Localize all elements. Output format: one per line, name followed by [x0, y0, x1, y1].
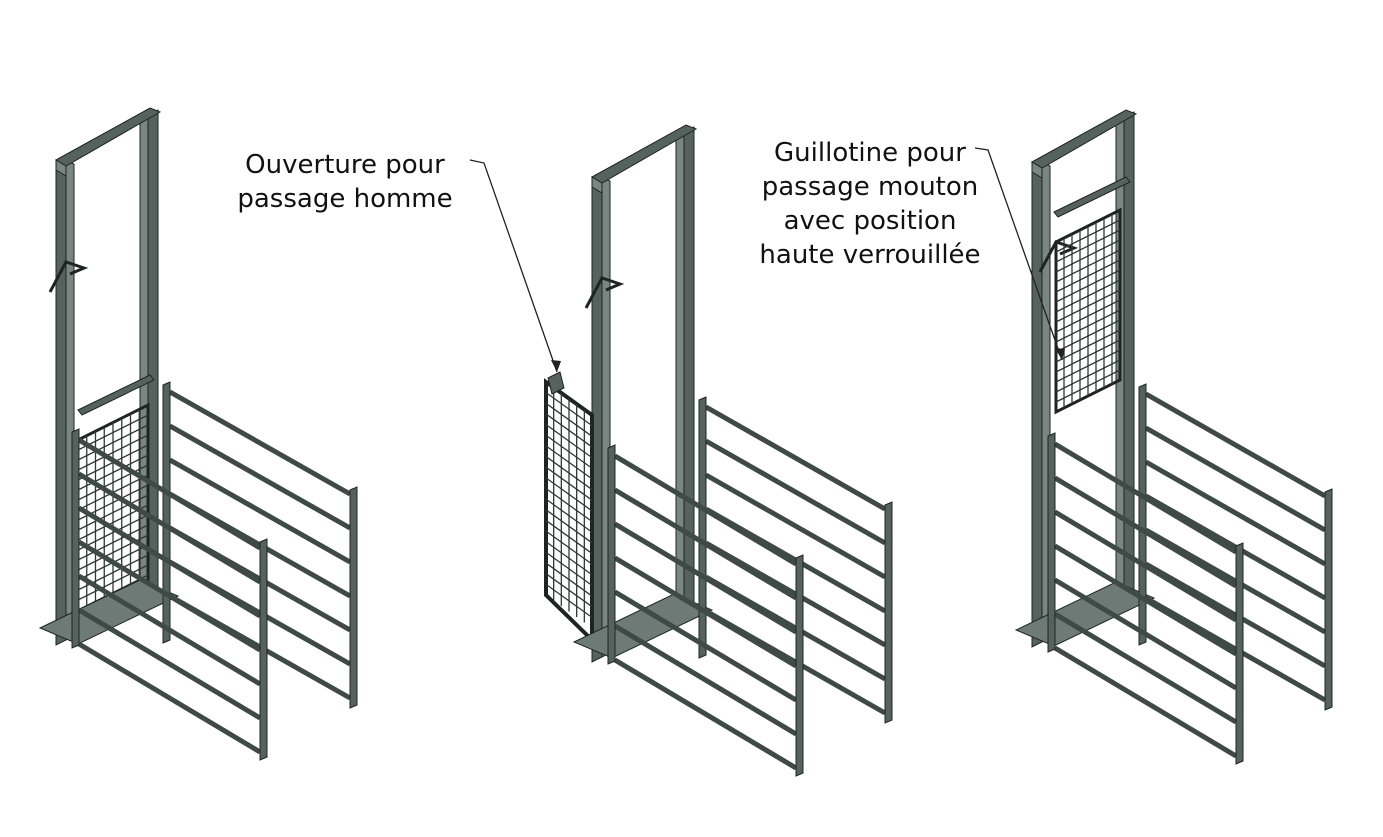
gate-1-side-post-back [162, 381, 171, 644]
gate-2-post-right [683, 126, 695, 613]
leader-line-1 [469, 159, 558, 373]
gate-2-mesh-door [544, 371, 594, 645]
gate-2-side-post-back-end [884, 501, 893, 724]
gate-2-door-handle [547, 371, 565, 395]
gate-3-mesh-panel-raised [1054, 207, 1122, 415]
gate-1-side-post-front [71, 428, 80, 649]
callout-1-line-2: passage homme [237, 184, 453, 214]
gate-3 [1014, 109, 1333, 765]
callout-1-line-1: Ouverture pour [245, 150, 445, 180]
gate-3-latch [1038, 240, 1079, 273]
gate-2-post-right-face [675, 131, 685, 618]
gate-1-side-post-back-end [349, 486, 358, 709]
gate-1-side-panel-front [77, 437, 262, 755]
gate-3-side-post-front-end [1235, 542, 1244, 765]
gate-3-top-beam-face [1031, 161, 1043, 179]
callout-2-line-3: avec position [783, 206, 957, 236]
gate-3-side-panel-front [1053, 441, 1238, 759]
gate-3-side-post-front [1047, 432, 1056, 653]
gate-2 [544, 124, 893, 777]
gate-3-side-post-back [1138, 383, 1147, 646]
leader-arrow-1 [551, 360, 561, 372]
gate-1 [38, 107, 358, 761]
callout-sheep-guillotine: Guillotine pour passage mouton avec posi… [735, 136, 1005, 272]
callout-2-line-4: haute verrouillée [759, 240, 981, 270]
callout-man-passage: Ouverture pour passage homme [220, 148, 470, 216]
gate-1-side-post-front-end [259, 538, 268, 761]
gate-2-side-post-front [607, 444, 616, 665]
gate-2-top-beam-face [591, 176, 603, 194]
gate-2-side-post-front-end [795, 554, 804, 777]
gate-3-side-post-back-end [1324, 488, 1333, 711]
gate-1-latch [48, 260, 89, 293]
gate-3-guillotine-bar [1053, 176, 1131, 218]
gate-1-top-beam-face [55, 159, 67, 177]
callout-2-line-1: Guillotine pour [774, 138, 966, 168]
leader-arrow-2 [1055, 348, 1065, 360]
gate-2-side-post-back [698, 396, 707, 659]
callout-2-line-2: passage mouton [761, 172, 979, 202]
gate-1-guillotine-bar [77, 374, 155, 416]
gate-2-side-panel-front [613, 453, 798, 771]
leader-line-2 [974, 147, 1063, 361]
gate-2-latch [584, 276, 625, 309]
gate-1-post-left [55, 159, 67, 646]
gate-3-post-left [1031, 161, 1043, 648]
